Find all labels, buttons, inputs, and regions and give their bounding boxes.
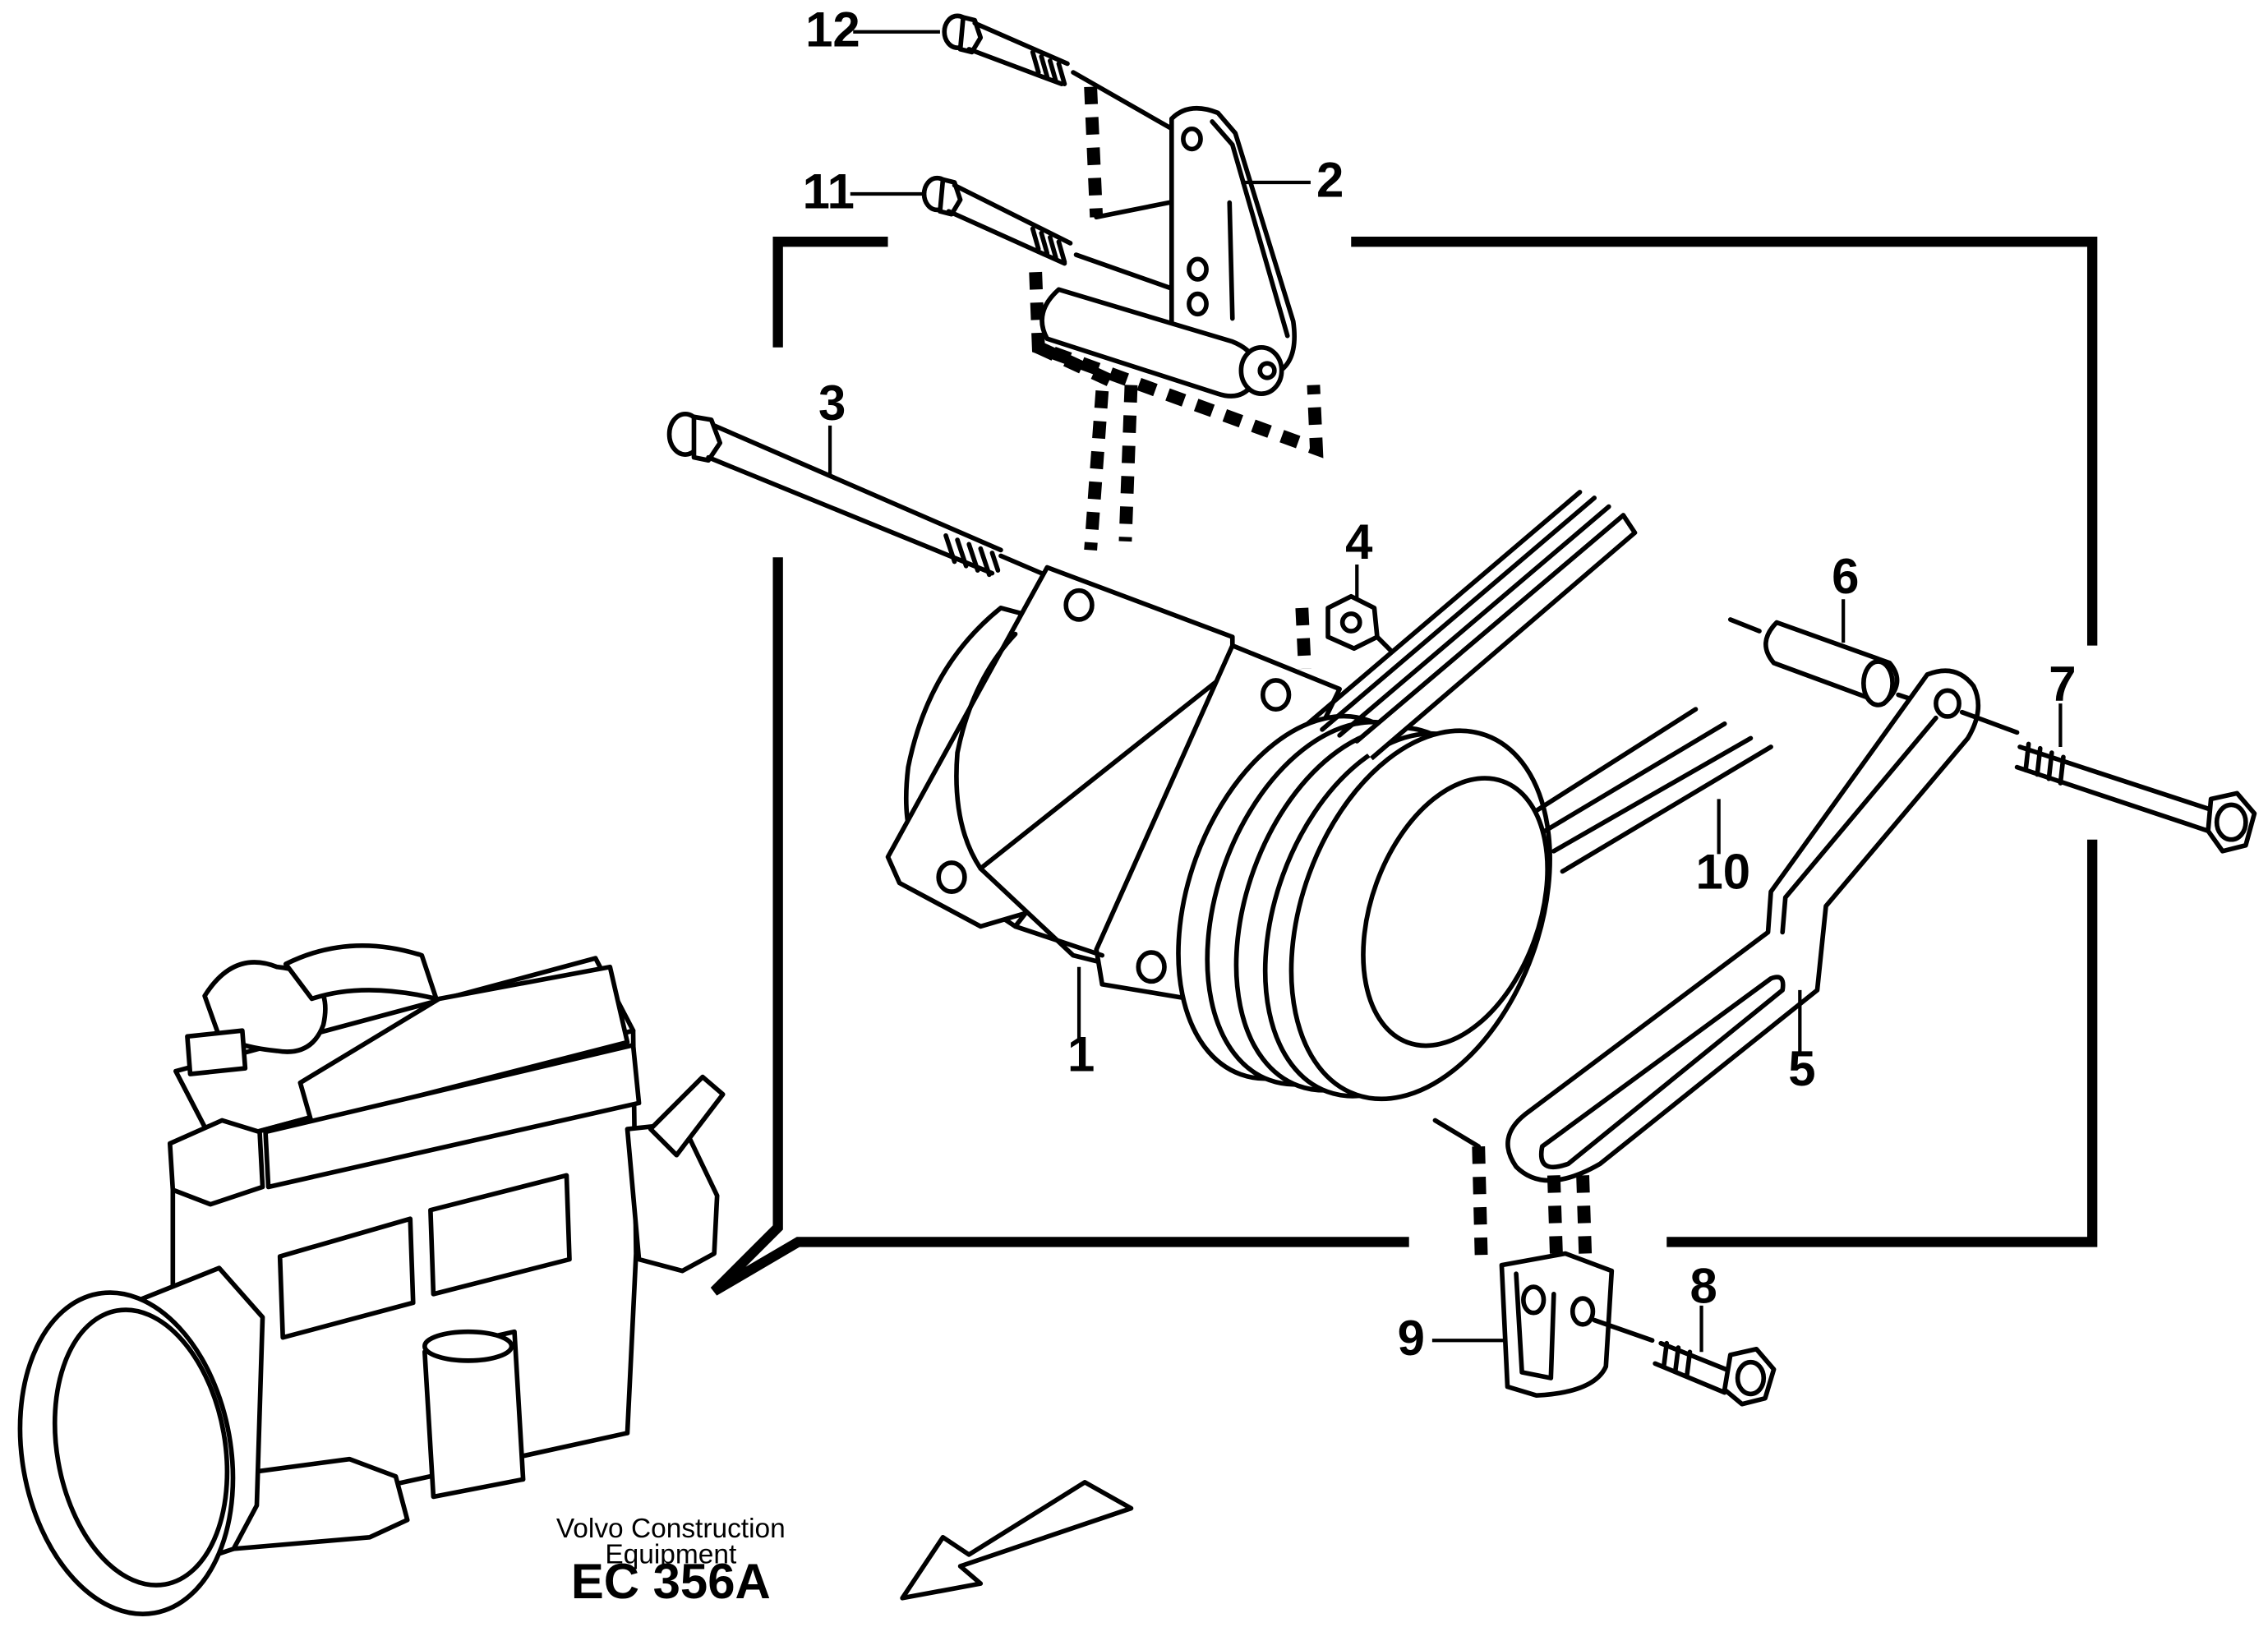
pulley — [1176, 713, 1552, 1102]
nut-4 — [1295, 593, 1394, 670]
bolt-8 — [1592, 1317, 1777, 1407]
adjusting-arm-5 — [1505, 668, 1981, 1183]
callout-7: 7 — [2049, 657, 2076, 712]
callout-12: 12 — [805, 2, 860, 57]
bolt-12 — [942, 13, 1178, 218]
drive-belt-10 — [1305, 490, 1773, 874]
callout-9: 9 — [1398, 1311, 1425, 1366]
long-bolt-3 — [666, 411, 1044, 578]
callout-labels: 12 11 2 3 4 6 7 10 1 5 8 9 — [803, 2, 2077, 1365]
mounting-bracket-2 — [1029, 106, 1324, 551]
caption-code: EC 356A — [571, 1554, 771, 1609]
spacer-sleeve-6 — [1727, 617, 1936, 709]
callout-3: 3 — [818, 376, 846, 431]
caption-line-1: Volvo Construction — [556, 1514, 786, 1544]
leader-lines — [827, 30, 2063, 1353]
callout-10: 10 — [1695, 845, 1750, 900]
callout-8: 8 — [1689, 1258, 1717, 1313]
caption-line-2: Equipment — [605, 1539, 737, 1569]
caption-block: Volvo Construction Equipment EC 356A — [556, 1514, 786, 1609]
engine-illustration — [17, 943, 726, 1616]
bolt-7 — [1959, 709, 2257, 854]
compressor-1 — [885, 565, 1342, 1002]
callout-6: 6 — [1832, 549, 1859, 604]
forward-direction-arrow — [900, 1480, 1134, 1601]
callout-11: 11 — [803, 164, 855, 219]
callout-1: 1 — [1067, 1027, 1095, 1082]
callout-2: 2 — [1316, 153, 1344, 208]
clamp-bracket-9 — [1432, 1118, 1615, 1398]
bolt-11 — [921, 175, 1178, 293]
detail-frame — [710, 237, 2098, 1296]
callout-4: 4 — [1345, 514, 1372, 569]
callout-5: 5 — [1788, 1041, 1815, 1096]
